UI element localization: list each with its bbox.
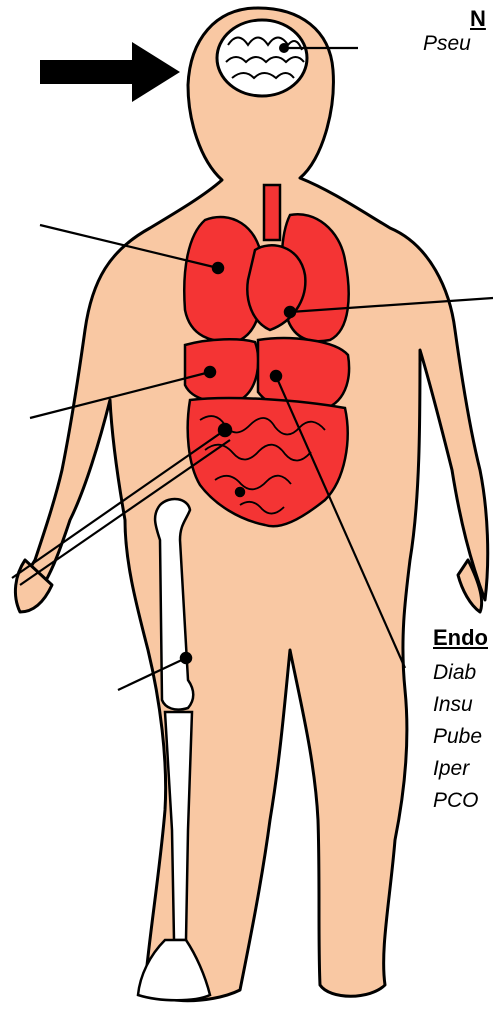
endo-item: PCO (433, 789, 479, 813)
endo-item: Diab (433, 661, 476, 685)
trachea (264, 185, 280, 240)
liver (185, 339, 258, 402)
endo-item: Pube (433, 725, 482, 749)
top-sub: Pseu (423, 32, 471, 56)
endo-item: Iper (433, 757, 469, 781)
right-arrow-icon (40, 42, 180, 102)
pancreas-dot (236, 488, 244, 496)
endo-heading: Endo (433, 625, 488, 651)
endo-item: Insu (433, 693, 473, 717)
organs (184, 185, 349, 526)
brain (217, 20, 307, 96)
top-heading: N (470, 6, 486, 32)
